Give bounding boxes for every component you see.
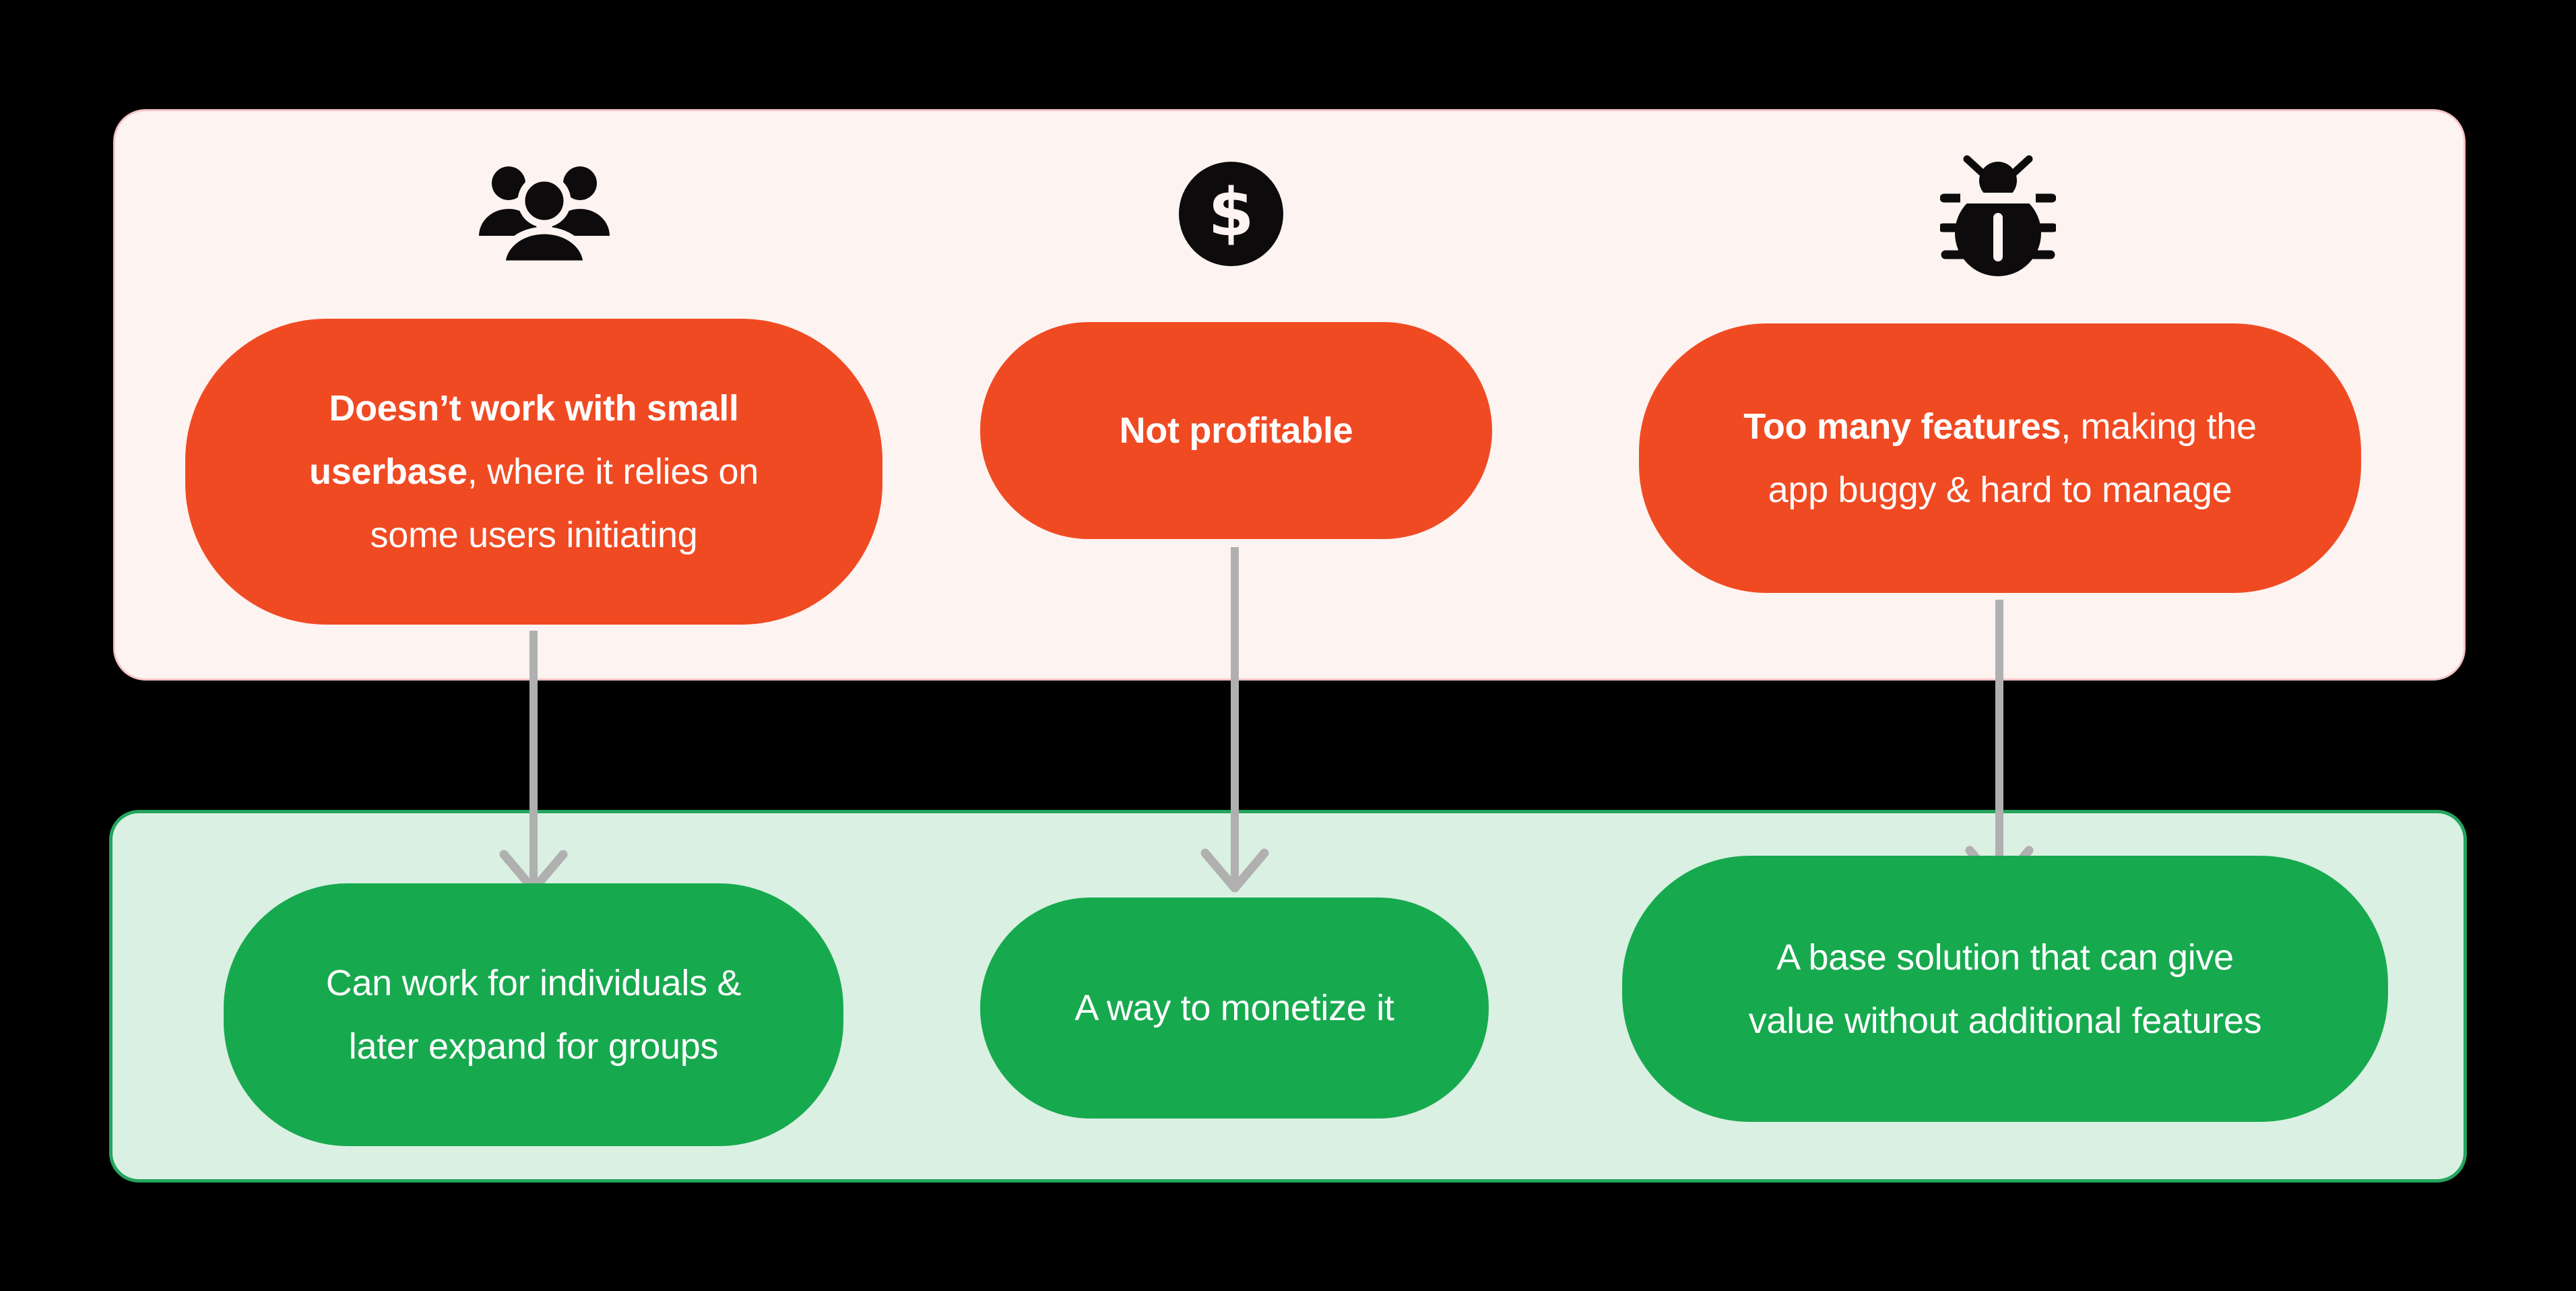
solution-pill-individuals: Can work for individuals & later expand …	[224, 883, 843, 1146]
bold-segment: Too many features	[1743, 406, 2061, 447]
solution-pill-base-solution: A base solution that can give value with…	[1622, 856, 2388, 1122]
dollar-symbol: $	[1208, 174, 1254, 251]
bold-segment: Not profitable	[1119, 410, 1353, 451]
people-group-icon-graphic	[479, 166, 610, 268]
problem-text-features: Too many features, making the app buggy …	[1720, 395, 2280, 522]
arrow-down-icon	[1200, 547, 1269, 892]
people-group-icon	[474, 162, 615, 273]
regular-segment: , where it relies on some users initiati…	[370, 451, 759, 555]
problem-pill-profitability: Not profitable	[980, 322, 1492, 539]
problem-text-userbase: Doesn’t work with small userbase, where …	[261, 377, 807, 567]
dollar-coin-icon: $	[1179, 162, 1283, 266]
arrow-down-icon	[1965, 600, 2034, 889]
arrow-down-icon	[499, 631, 568, 893]
solution-text-base-solution: A base solution that can give value with…	[1748, 937, 2262, 1041]
bug-icon-graphic	[1938, 155, 2058, 276]
solution-pill-monetize: A way to monetize it	[980, 898, 1489, 1119]
bug-icon	[1938, 154, 2058, 278]
solution-text-monetize: A way to monetize it	[1074, 988, 1394, 1028]
solution-text-individuals: Can work for individuals & later expand …	[325, 963, 742, 1067]
problem-pill-features: Too many features, making the app buggy …	[1639, 323, 2361, 593]
bold-segment: Doesn’t work with small userbase	[309, 388, 739, 492]
problem-pill-userbase: Doesn’t work with small userbase, where …	[185, 319, 882, 625]
regular-segment: , making the app buggy & hard to manage	[1768, 406, 2257, 510]
problem-text-profitability: Not profitable	[1120, 399, 1353, 462]
